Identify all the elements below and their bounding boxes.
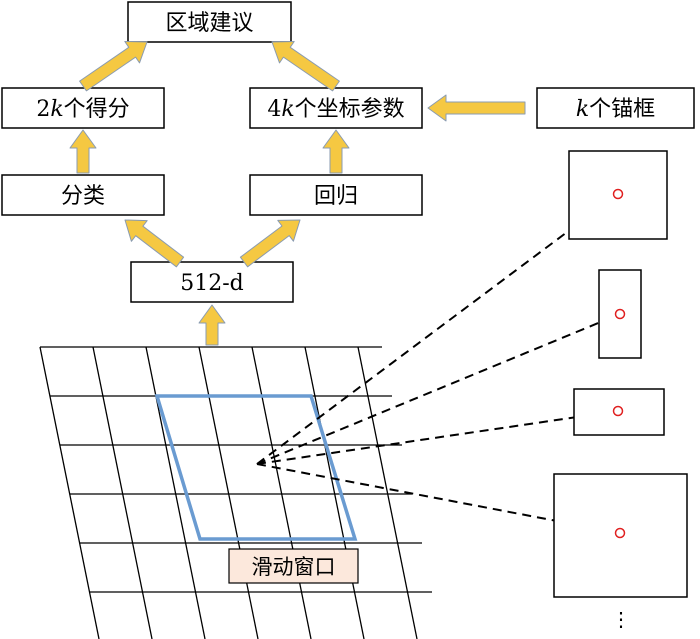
- scores-label: 2k个得分: [36, 97, 129, 122]
- regression-label: 回归: [314, 184, 358, 209]
- anchors-label: k个锚框: [576, 97, 655, 122]
- classification-box: 分类: [1, 174, 165, 216]
- classification-label: 分类: [61, 184, 105, 209]
- anchor-center: [614, 527, 626, 539]
- regression-box: 回归: [249, 174, 423, 216]
- classification-to-scores-arrow: [69, 129, 97, 174]
- anchor-box-2: [598, 269, 642, 359]
- sliding-window-label-box: 滑动窗口: [228, 548, 359, 584]
- anchor-box-3: [573, 388, 665, 436]
- feature-up-arrow: [198, 304, 226, 346]
- grid-line: [251, 346, 312, 639]
- to-classification-arrow: [124, 219, 185, 268]
- feature-map-grid: [39, 346, 432, 639]
- feature-box: 512-d: [130, 261, 294, 303]
- feature-label: 512-d: [180, 271, 244, 296]
- grid-line: [39, 346, 100, 639]
- grid-line: [357, 346, 418, 639]
- dashed-line: [256, 410, 619, 465]
- anchor-center: [612, 188, 624, 200]
- anchor-box-4: [553, 473, 688, 598]
- sliding-window-label: 滑动窗口: [252, 555, 336, 579]
- grid-line: [304, 346, 365, 639]
- anchors-box: k个锚框: [536, 87, 695, 129]
- sliding-window: [154, 394, 358, 541]
- region-proposal-box: 区域建议: [127, 1, 292, 43]
- anchor-center: [614, 308, 626, 320]
- anchors-to-coords-arrow: [427, 94, 526, 122]
- coords-label: 4k个坐标参数: [267, 97, 404, 122]
- anchor-center: [612, 405, 624, 417]
- scores-to-proposal-arrow: [79, 41, 148, 92]
- grid-line: [145, 346, 206, 639]
- anchor-box-1: [568, 150, 668, 240]
- dashed-line: [256, 193, 619, 465]
- to-regression-arrow: [239, 219, 301, 268]
- dashed-line: [256, 313, 621, 465]
- scores-box: 2k个得分: [1, 87, 165, 129]
- arrows: [69, 41, 526, 346]
- regression-to-coords-arrow: [322, 129, 350, 174]
- anchor-dashed-lines: [256, 193, 621, 534]
- grid-line: [92, 346, 153, 639]
- grid-line: [198, 346, 259, 639]
- coords-box: 4k个坐标参数: [249, 87, 423, 129]
- region-proposal-label: 区域建议: [165, 11, 253, 36]
- ellipsis: ⋮: [611, 607, 631, 631]
- coords-to-proposal-arrow: [271, 41, 340, 92]
